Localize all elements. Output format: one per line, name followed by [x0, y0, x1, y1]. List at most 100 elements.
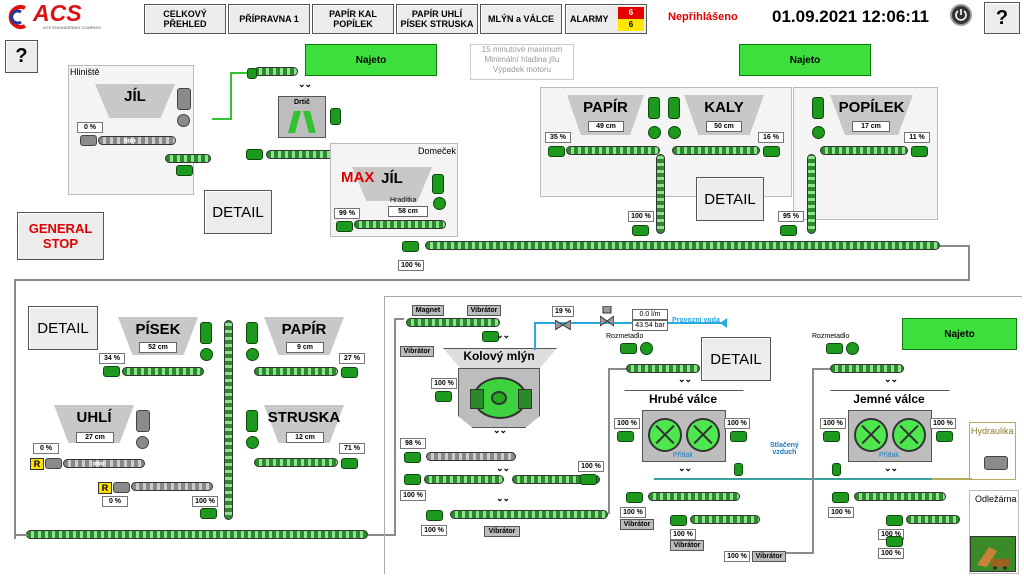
- motor-conv-papir-1: [548, 146, 565, 157]
- pct-jil-1: 0 %: [77, 122, 103, 133]
- detail-button-3[interactable]: DETAIL: [28, 306, 98, 350]
- motor-drtic: [330, 108, 341, 125]
- hopper-kaly-level: 50 cm: [706, 121, 742, 132]
- motor-conv-uhli: [45, 458, 62, 469]
- detail-button-2[interactable]: DETAIL: [696, 177, 764, 221]
- line-to-mill-up: [394, 318, 396, 536]
- conveyor-mill-b: [424, 475, 504, 484]
- motor-conv-papir-2: [341, 367, 358, 378]
- max-indicator: MAX: [341, 169, 375, 186]
- tab-celkovy-prehled[interactable]: CELKOVÝ PŘEHLED: [144, 4, 226, 34]
- r-badge-uhli: R: [30, 458, 44, 470]
- logo-subtext: ACS ENGINEERING COMPANY: [43, 25, 102, 30]
- motor-rough-right: [730, 431, 747, 442]
- pct-rough-left: 100 %: [614, 418, 640, 429]
- conveyor-papir-1: [566, 146, 660, 155]
- hopper-pisek-level: 52 cm: [139, 342, 177, 353]
- hopper-papir-1-name: PAPÍR: [583, 99, 628, 116]
- login-status[interactable]: Nepřihlášeno: [668, 11, 738, 23]
- line-bottom-right: [368, 534, 396, 536]
- vibrator-tag-bottom: Vibrátor: [484, 526, 520, 537]
- feeder-struska: [246, 436, 259, 449]
- motor-conv-popilek: [911, 146, 928, 157]
- motor-rough-left: [617, 431, 634, 442]
- conveyor-fine-out-1: [854, 492, 946, 501]
- conveyor-pisek: [122, 367, 204, 376]
- pct-struska: 71 %: [339, 443, 365, 454]
- conveyor-jil-2: [354, 220, 446, 229]
- water-valve-icon: [554, 317, 572, 331]
- detail-button-4[interactable]: DETAIL: [701, 337, 771, 381]
- hopper-papir-1-level: 49 cm: [588, 121, 624, 132]
- motor-popilek: [812, 97, 824, 119]
- conveyor-uhli-2: [131, 482, 213, 491]
- message-2: Minimální hladina jílu: [484, 55, 560, 64]
- air-valve-rough: [734, 463, 743, 476]
- fine-pritlak: Přítlak: [879, 452, 899, 459]
- motor-mill-conv-b: [404, 474, 421, 485]
- green-line-3: [230, 72, 252, 74]
- pct-rough-b1: 100 %: [620, 507, 646, 518]
- tab-mlyn-a-valce[interactable]: MLÝN a VÁLCE: [480, 4, 562, 34]
- message-3: Výpadek motoru: [492, 65, 552, 74]
- alarms-label: ALARMY: [570, 14, 609, 24]
- motor-fine-right: [936, 431, 953, 442]
- hopper-jil-1: [95, 84, 175, 118]
- pct-jil-2: 99 %: [334, 208, 360, 219]
- hopper-pisek-name: PÍSEK: [135, 321, 181, 338]
- fine-roller-right: [892, 418, 926, 452]
- pct-rough-b2: 100 %: [670, 529, 696, 540]
- power-button[interactable]: [950, 4, 972, 26]
- motor-uhli: [136, 410, 150, 432]
- pct-rough-right: 100 %: [724, 418, 750, 429]
- line-collector-down: [968, 245, 970, 281]
- hopper-jil-2: [352, 167, 432, 201]
- feeder-jil-1: [177, 114, 190, 127]
- conveyor-jil-1: [98, 136, 176, 145]
- tab-papir-uhli-pisek-struska[interactable]: PAPÍR UHLÍ PÍSEK STRUSKA: [396, 4, 478, 34]
- motor-mill-conv-c: [580, 474, 597, 485]
- rough-vib-1: Vibrátor: [620, 519, 654, 530]
- tab-papir-kal-popilek[interactable]: PAPÍR KAL POPÍLEK: [312, 4, 394, 34]
- pct-mill-conv-b: 100 %: [400, 490, 426, 501]
- line-mill-to-rough-top: [608, 368, 626, 370]
- zone-hydraulika: [969, 422, 1016, 480]
- motor-papir-2: [246, 322, 258, 344]
- water-label: Provozní voda: [672, 317, 720, 324]
- pct-uhli: 0 %: [33, 443, 59, 454]
- tab-pripravna-1[interactable]: PŘÍPRAVNA 1: [228, 4, 310, 34]
- chevrons-rough-out: ⌄⌄: [678, 463, 692, 473]
- help-button-left[interactable]: ?: [5, 40, 38, 73]
- conveyor-mill-in: [406, 318, 500, 327]
- alarms-button[interactable]: ALARMY 6 6: [565, 4, 647, 34]
- feeder-pisek: [200, 348, 213, 361]
- kolovy-mlyn-body: [458, 368, 540, 428]
- line-bottom-left: [14, 534, 28, 536]
- motor-mill-conv-a: [404, 452, 421, 463]
- drtic-label: Drtič: [294, 99, 310, 106]
- motor-rough-out-1: [626, 492, 643, 503]
- chevrons-mill-a: ⌄⌄: [496, 463, 510, 473]
- magnet-tag: Magnet: [412, 305, 444, 316]
- motor-fine-out-1: [832, 492, 849, 503]
- water-pressure: 43.54 bar: [632, 320, 668, 331]
- chevrons-jil-1: »»»: [123, 135, 136, 145]
- hopper-jil-2-level: 58 cm: [388, 206, 428, 217]
- conveyor-mill-c: [512, 475, 600, 484]
- help-button[interactable]: ?: [984, 2, 1020, 34]
- pct-papir-1: 35 %: [545, 132, 571, 143]
- motor-conv-uhli-2: [113, 482, 130, 493]
- detail-button-1[interactable]: DETAIL: [204, 190, 272, 234]
- motor-conv-c5: [200, 508, 217, 519]
- drtic-crusher: [278, 96, 326, 138]
- hopper-popilek-name: POPÍLEK: [838, 99, 905, 116]
- conveyor-to-drtic: [254, 67, 298, 76]
- chevrons-fine-out: ⌄⌄: [884, 463, 898, 473]
- line-rough-to-fine-top: [812, 368, 830, 370]
- motor-struska: [246, 410, 258, 432]
- general-stop-button[interactable]: GENERAL STOP: [17, 212, 104, 260]
- motor-mill-in: [482, 331, 499, 342]
- motor-conv-jil-1: [80, 135, 97, 146]
- hopper-jil-2-name: JÍL: [381, 170, 403, 187]
- kolovy-mlyn-title: Kolový mlýn: [463, 349, 535, 363]
